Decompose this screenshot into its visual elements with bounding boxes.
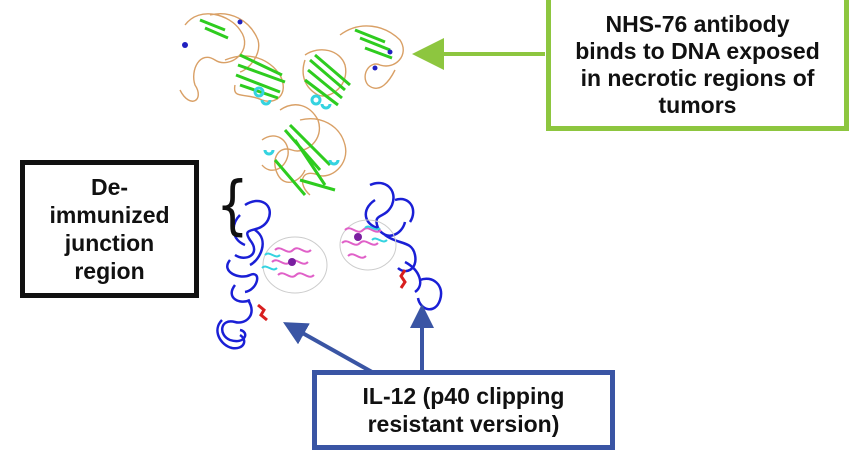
- il12-callout-arrow-left: [283, 322, 373, 374]
- il12-callout-text: IL-12 (p40 clipping resistant version): [362, 383, 565, 437]
- antibody-callout-box: NHS-76 antibody binds to DNA exposed in …: [546, 0, 849, 131]
- fab-arm-right: [302, 25, 404, 110]
- junction-brace-icon: {: [216, 169, 249, 243]
- junction-callout-box: De- immunized junction region: [20, 160, 199, 298]
- fab-arm-left: [179, 13, 286, 106]
- antibody-callout-text: NHS-76 antibody binds to DNA exposed in …: [575, 10, 820, 118]
- fc-region: [261, 104, 347, 196]
- il12-callout-box: IL-12 (p40 clipping resistant version): [312, 370, 615, 450]
- il12-left-structure: [216, 199, 328, 350]
- junction-callout-text: De- immunized junction region: [49, 174, 170, 284]
- il12-right-structure: [339, 181, 443, 311]
- antibody-structure: [179, 13, 404, 196]
